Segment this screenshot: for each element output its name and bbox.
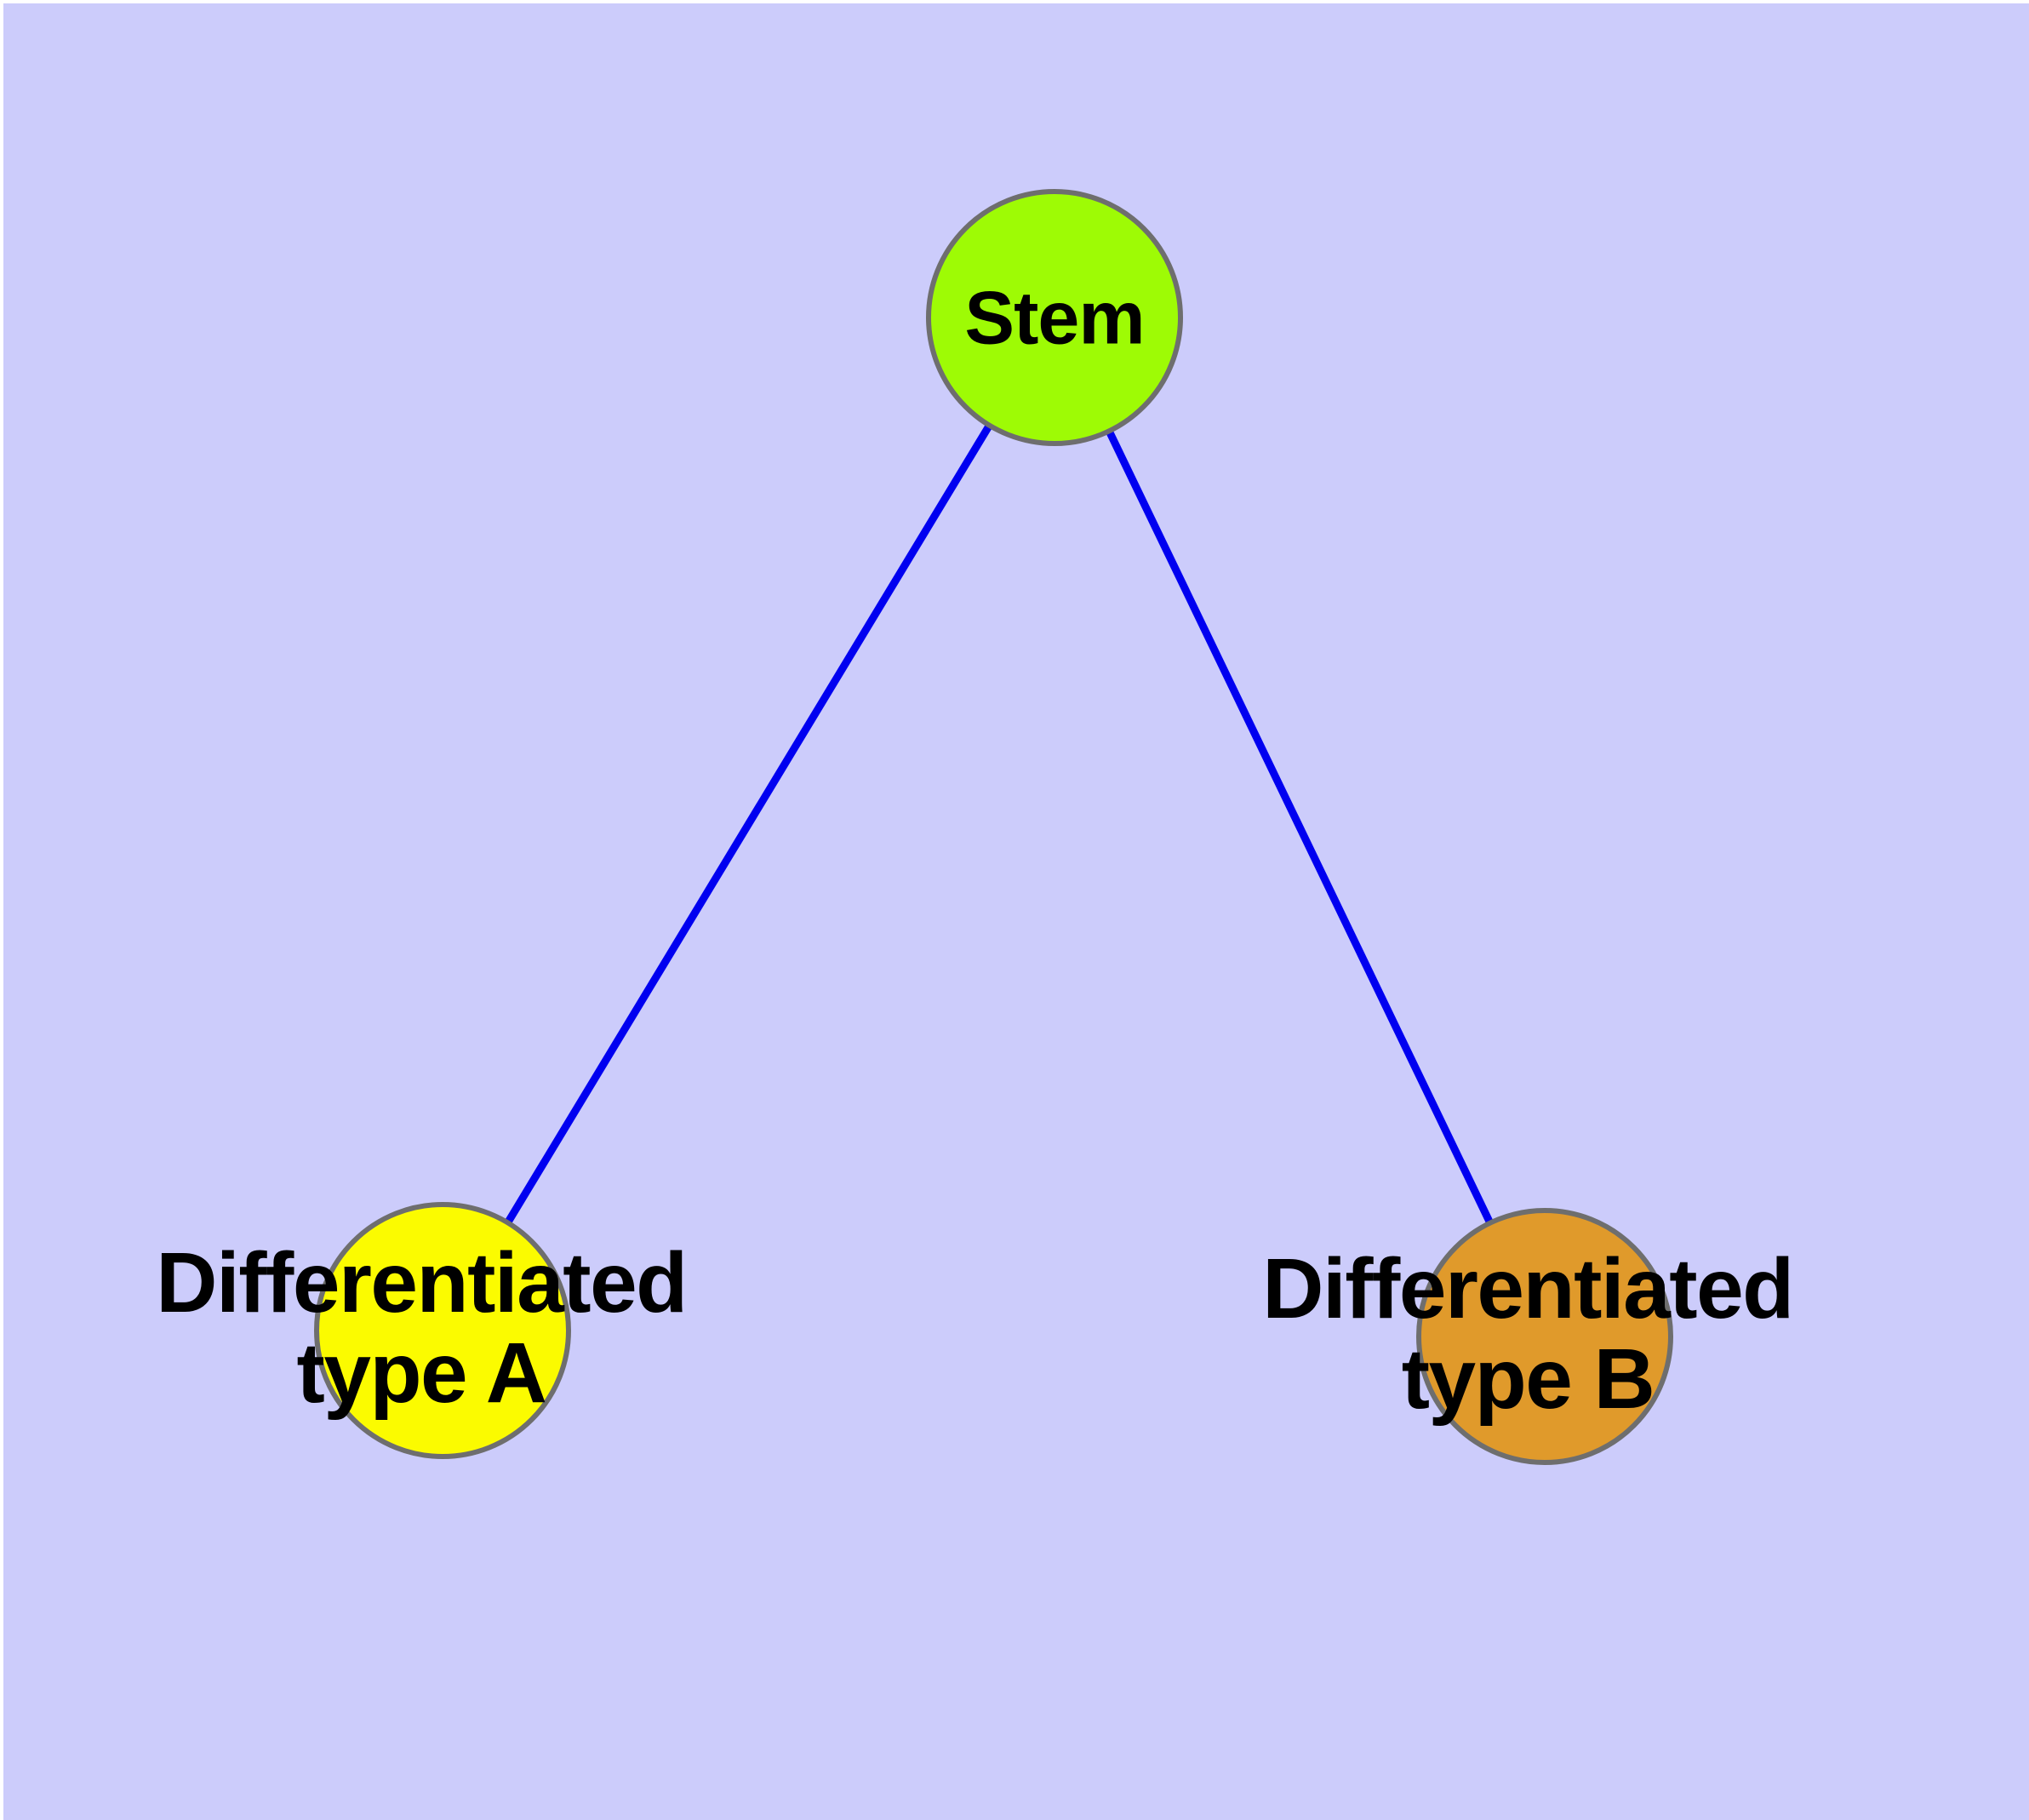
edge-stem-to-diff-a[interactable] [439, 315, 1058, 1333]
edge-stem-to-diff-b[interactable] [1050, 316, 1549, 1338]
node-differentiated-type-a[interactable] [314, 1202, 571, 1459]
edge-layer [439, 315, 1549, 1338]
node-layer [314, 189, 1673, 1465]
node-stem[interactable] [926, 189, 1183, 446]
node-differentiated-type-b[interactable] [1416, 1208, 1673, 1465]
